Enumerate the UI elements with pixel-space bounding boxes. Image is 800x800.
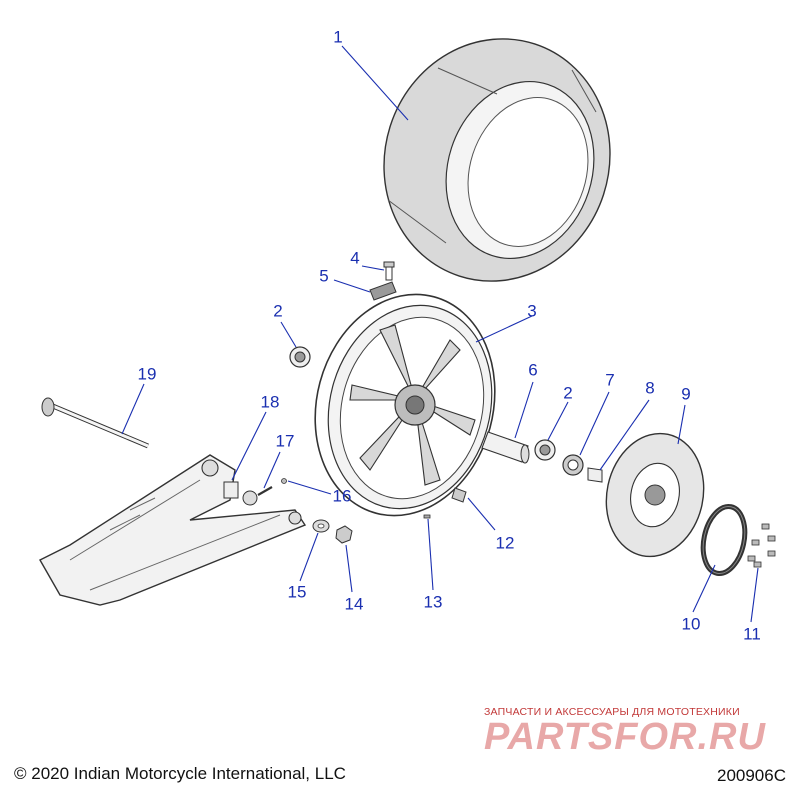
fitting-part: [451, 487, 467, 503]
seal-part: [562, 454, 584, 476]
bearing-left-part: [289, 346, 311, 368]
adjuster-nut-part: [242, 490, 258, 506]
callout-5: 5: [319, 266, 329, 286]
axle-spacer-part: [481, 431, 530, 464]
callout-2: 2: [563, 383, 573, 403]
axle-part: [41, 397, 149, 449]
valve-stem-part: [383, 261, 395, 281]
callout-11: 11: [743, 624, 761, 644]
bolts-part: [747, 523, 776, 568]
small-washer-part: [281, 478, 287, 484]
callout-18: 18: [260, 392, 280, 412]
nut-part: [335, 525, 353, 544]
watermark-tagline: ЗАПЧАСТИ И АКСЕССУАРЫ ДЛЯ МОТОТЕХНИКИ: [484, 706, 740, 718]
leader-lines: [121, 45, 759, 623]
swingarm-part: [39, 454, 307, 606]
sprocket-ring-part: [700, 503, 748, 577]
callout-10: 10: [681, 614, 701, 634]
adjuster-bolt-part: [257, 486, 273, 496]
pin-part: [423, 514, 431, 519]
copyright-notice: © 2020 Indian Motorcycle International, …: [14, 764, 346, 783]
callout-4: 4: [350, 248, 360, 268]
callout-9: 9: [681, 384, 691, 404]
callout-13: 13: [423, 592, 443, 612]
tire-part: [383, 38, 611, 282]
callout-15: 15: [287, 582, 307, 602]
brake-disc-part: [605, 432, 705, 558]
callout-19: 19: [137, 364, 157, 384]
callout-3: 3: [527, 301, 537, 321]
callout-17: 17: [275, 431, 295, 451]
callout-1: 1: [333, 27, 343, 47]
bearing-right-part: [534, 439, 556, 461]
wheel-rim-part: [314, 293, 496, 517]
balance-weight-part: [369, 281, 397, 301]
washer-part: [312, 519, 330, 533]
watermark-logo: PARTSFOR.RU: [484, 716, 766, 758]
disc-spacer-part: [587, 467, 603, 483]
adjuster-spacer-part: [223, 481, 239, 499]
drawing-number: 200906C: [716, 766, 786, 785]
callout-14: 14: [344, 594, 364, 614]
callout-7: 7: [605, 370, 615, 390]
callout-2: 2: [273, 301, 283, 321]
callout-8: 8: [645, 378, 655, 398]
callout-16: 16: [332, 486, 352, 506]
callout-6: 6: [528, 360, 538, 380]
callout-12: 12: [495, 533, 515, 553]
